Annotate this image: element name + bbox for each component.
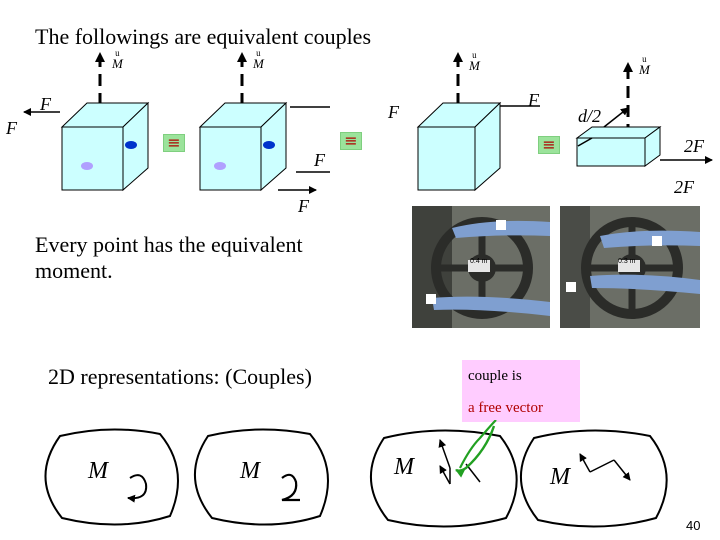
moment-label-2d-1: M — [88, 458, 108, 484]
couple-arrow-3a — [438, 439, 451, 469]
moment-label-2d-3: M — [394, 454, 414, 480]
couple-curl-2 — [281, 473, 300, 502]
rigid-body-3 — [370, 429, 518, 528]
slide-title: The followings are equivalent couples — [35, 24, 372, 49]
cube-1 — [60, 101, 150, 192]
cube-2 — [198, 101, 288, 192]
body-text: Every point has the equivalent moment. — [35, 232, 303, 283]
free-vector-note — [462, 360, 580, 422]
note-line-2: a free vector — [468, 400, 543, 416]
distance-label: d/2 — [578, 106, 602, 126]
double-force-label: 2F — [674, 177, 694, 197]
note-line-1: couple is — [468, 368, 522, 384]
couple-point-front — [81, 162, 93, 170]
photo-dimension-left: 0.4 m — [470, 258, 488, 265]
force-label: F — [388, 102, 399, 122]
couple-curl-1 — [127, 474, 148, 503]
couple-arrow-4a — [579, 453, 591, 473]
representation-heading: 2D representations: (Couples) — [48, 364, 312, 389]
force-label: F — [298, 196, 309, 216]
couples-diagram — [23, 52, 713, 194]
rigid-body-1 — [44, 428, 179, 526]
couple-arrow-3c — [439, 465, 451, 485]
green-move-arrow — [455, 425, 496, 478]
rigid-body-4 — [520, 429, 668, 528]
rigid-body-2 — [194, 428, 329, 526]
force-label: F — [6, 118, 17, 138]
force-arrow-4-topleft — [603, 107, 629, 128]
photo-dimension-right: 0.3 m — [618, 258, 636, 265]
force-label: F — [314, 150, 325, 170]
page-number: 40 — [686, 518, 701, 533]
equivalence-symbol: ≡ — [340, 132, 362, 150]
wheel-photo-left — [412, 206, 550, 328]
cube-3 — [416, 101, 502, 192]
flat-box-4 — [575, 126, 662, 167]
couple-arrow-4c — [613, 459, 631, 481]
wheel-photo-right — [560, 206, 700, 328]
couple-2d-diagrams — [44, 420, 668, 528]
double-force-label: 2F — [684, 136, 704, 156]
couple-point-side — [263, 141, 275, 149]
moment-label-2d-4: M — [550, 464, 570, 490]
moment-label-2d-2: M — [240, 458, 260, 484]
force-arrow-4-left — [577, 137, 593, 147]
couple-arrow-4b — [589, 459, 615, 473]
force-label: F — [528, 90, 539, 110]
equivalence-symbol: ≡ — [538, 136, 560, 154]
couple-point-side — [125, 141, 137, 149]
transfer-arrow — [459, 420, 497, 469]
force-label: F — [40, 94, 51, 114]
couple-point-front — [214, 162, 226, 170]
equivalence-symbol: ≡ — [163, 134, 185, 152]
